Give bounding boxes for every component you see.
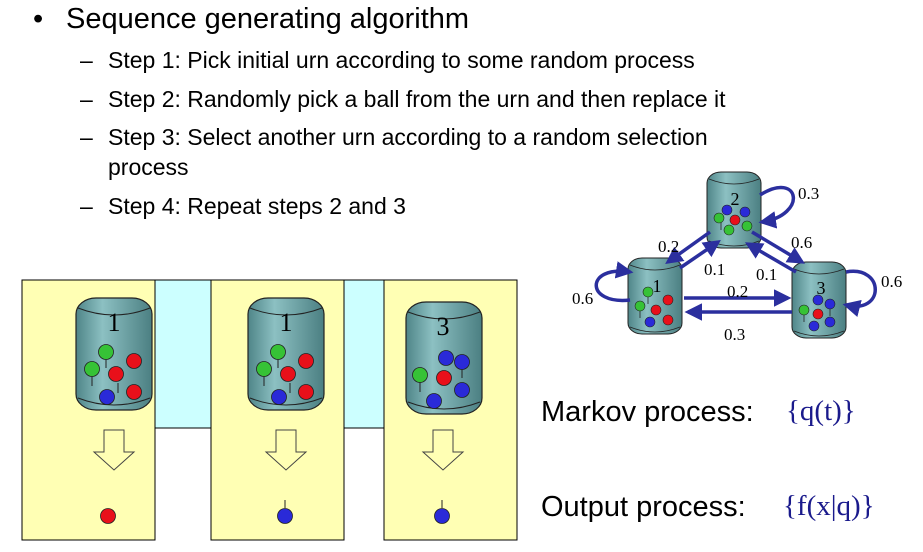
- prob-self-3: 0.6: [881, 272, 902, 291]
- step-3-text-continued: process: [108, 154, 189, 180]
- prob-1-to-3: 0.2: [727, 282, 748, 301]
- output-ball-blue: [434, 508, 450, 524]
- dash-symbol: –: [80, 124, 93, 150]
- connector-strip: [343, 279, 385, 429]
- markov-state-3-label: 3: [817, 278, 826, 298]
- markov-state-1: [627, 257, 683, 335]
- dash-symbol: –: [80, 47, 93, 73]
- prob-2-to-1: 0.2: [658, 237, 679, 256]
- bullet-list: • Sequence generating algorithm – Step 1…: [0, 0, 923, 240]
- self-loop-1-arrow: [594, 261, 634, 303]
- arrow-2-to-1: [665, 230, 712, 265]
- self-loop-2-arrow: [758, 185, 795, 229]
- markov-state-2-label: 2: [731, 189, 740, 209]
- markov-state-2: [706, 171, 762, 249]
- bullet-symbol: •: [33, 3, 44, 35]
- connector-strip: [154, 279, 212, 429]
- markov-state-3: [791, 261, 847, 339]
- prob-self-2: 0.3: [798, 184, 819, 203]
- step-3-text: Step 3: Select another urn according to …: [108, 124, 708, 150]
- output-ball-blue: [277, 508, 293, 524]
- markov-process-label: Markov process:: [541, 396, 754, 428]
- arrow-1-to-2: [679, 240, 721, 270]
- prob-3-to-1: 0.3: [724, 325, 745, 344]
- sequence-panels: 1 1 3: [21, 279, 518, 541]
- arrow-3-to-2: [744, 242, 797, 274]
- prob-2-to-3: 0.6: [791, 233, 812, 252]
- output-process-symbol: {f(x|q)}: [783, 490, 875, 522]
- main-bullet-text: Sequence generating algorithm: [66, 3, 470, 35]
- step-4-text: Step 4: Repeat steps 2 and 3: [108, 193, 406, 219]
- markov-state-diagram: 1 2 3 0.6 0.3 0.6 0.2 0.6 0.1 0.1 0.2 0.…: [572, 171, 902, 344]
- sequence-urn-2-label: 1: [280, 308, 293, 337]
- self-loop-3-arrow: [842, 269, 877, 317]
- markov-state-1-label: 1: [653, 276, 662, 296]
- prob-self-1: 0.6: [572, 289, 593, 308]
- dash-symbol: –: [80, 86, 93, 112]
- output-ball-red: [100, 508, 116, 524]
- sequence-urn-1-label: 1: [108, 308, 121, 337]
- arrow-2-to-3: [751, 230, 806, 264]
- prob-1-to-2: 0.1: [704, 260, 725, 279]
- markov-process-symbol: {q(t)}: [786, 395, 856, 427]
- output-process-label: Output process:: [541, 491, 746, 523]
- step-1-text: Step 1: Pick initial urn according to so…: [108, 47, 695, 73]
- prob-3-to-2: 0.1: [756, 265, 777, 284]
- dash-symbol: –: [80, 193, 93, 219]
- step-2-text: Step 2: Randomly pick a ball from the ur…: [108, 86, 726, 112]
- sequence-urn-3-label: 3: [437, 312, 450, 341]
